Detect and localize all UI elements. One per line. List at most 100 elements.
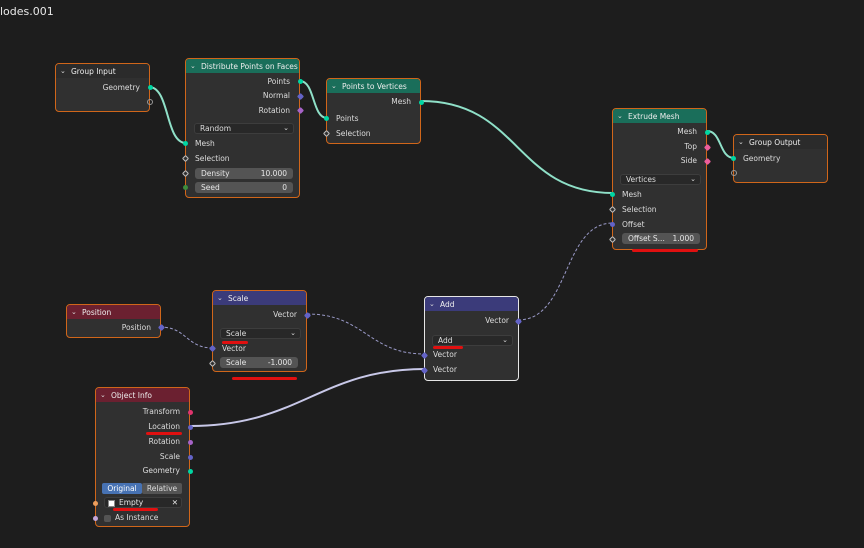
object-info-node[interactable]: ⌄Object Info Transform Location Rotation… xyxy=(93,387,193,527)
points-to-vertices-node[interactable]: ⌄Points to Vertices Mesh Points Selectio… xyxy=(322,78,424,144)
socket-label: Geometry xyxy=(743,154,781,163)
position-socket[interactable] xyxy=(157,323,166,332)
vector-output-socket[interactable] xyxy=(514,317,523,326)
relative-option[interactable]: Relative xyxy=(142,483,182,494)
object-socket[interactable] xyxy=(93,501,98,506)
offset-scale-field[interactable]: Offset S...1.000 xyxy=(622,233,700,244)
link-mesh-to-mesh xyxy=(420,100,614,194)
vector-output-socket[interactable] xyxy=(303,311,312,320)
empty-socket[interactable] xyxy=(147,99,153,105)
as-instance-socket[interactable] xyxy=(93,516,98,521)
normal-socket[interactable] xyxy=(296,92,305,101)
empty-object-icon xyxy=(108,500,115,507)
vector-b-socket[interactable] xyxy=(420,366,429,375)
scale-socket[interactable] xyxy=(208,359,217,368)
socket-label: Mesh xyxy=(391,97,411,106)
extrude-mesh-node[interactable]: ⌄Extrude Mesh Mesh Top Side Vertices⌄ Me… xyxy=(608,108,712,250)
geometry-socket[interactable] xyxy=(188,469,193,474)
seed-socket[interactable] xyxy=(183,185,188,190)
socket-label: Selection xyxy=(195,154,230,163)
as-instance-checkbox[interactable] xyxy=(104,515,111,522)
object-field[interactable]: Empty ✕ xyxy=(104,497,182,508)
socket-label: Selection xyxy=(336,129,371,138)
scale-operation-dropdown[interactable]: Scale⌄ xyxy=(220,328,301,339)
socket-label: Mesh xyxy=(622,190,642,199)
chevron-down-icon[interactable]: ⌄ xyxy=(429,300,435,308)
dropdown-value: Random xyxy=(200,124,232,133)
clear-icon[interactable]: ✕ xyxy=(171,498,178,507)
selection-socket[interactable] xyxy=(181,154,190,163)
annotation-mark xyxy=(146,432,182,435)
socket-label: Top xyxy=(684,142,697,151)
extrude-mode-dropdown[interactable]: Vertices⌄ xyxy=(620,174,701,185)
chevron-down-icon[interactable]: ⌄ xyxy=(71,308,77,316)
chevron-down-icon: ⌄ xyxy=(290,329,296,337)
selection-socket[interactable] xyxy=(322,129,331,138)
location-socket[interactable] xyxy=(188,425,193,430)
transform-socket[interactable] xyxy=(188,410,193,415)
node-header[interactable]: ⌄Position xyxy=(67,305,160,319)
distribute-mode-dropdown[interactable]: Random⌄ xyxy=(194,123,294,134)
socket-label: Geometry xyxy=(142,466,180,475)
chevron-down-icon[interactable]: ⌄ xyxy=(100,391,106,399)
field-value: 0 xyxy=(282,183,287,192)
node-header[interactable]: ⌄ Group Input xyxy=(56,64,149,78)
chevron-down-icon[interactable]: ⌄ xyxy=(331,82,337,90)
field-label: Seed xyxy=(201,183,220,192)
rotation-socket[interactable] xyxy=(188,440,193,445)
chevron-down-icon[interactable]: ⌄ xyxy=(738,138,744,146)
mesh-socket[interactable] xyxy=(419,100,424,105)
group-input-node[interactable]: ⌄Group Input Geometry xyxy=(55,63,153,112)
socket-label: Vector xyxy=(222,344,246,353)
geometry-socket[interactable] xyxy=(148,85,153,90)
socket-label: Vector xyxy=(433,365,457,374)
group-output-node[interactable]: ⌄Group Output Geometry xyxy=(731,134,828,183)
link-geometry-to-mesh xyxy=(148,86,187,144)
socket-label: Vector xyxy=(273,310,297,319)
side-socket[interactable] xyxy=(703,157,712,166)
node-header[interactable]: ⌄Group Output xyxy=(734,135,827,149)
chevron-down-icon[interactable]: ⌄ xyxy=(60,67,66,75)
transform-space-toggle[interactable]: Original Relative xyxy=(102,483,182,494)
original-option[interactable]: Original xyxy=(102,483,142,494)
node-header[interactable]: ⌄Distribute Points on Faces xyxy=(186,59,299,73)
socket-label: Location xyxy=(148,422,180,431)
position-node[interactable]: ⌄Position Position xyxy=(66,304,166,338)
dropdown-value: Add xyxy=(438,336,453,345)
points-socket[interactable] xyxy=(324,116,329,121)
scale-value-field[interactable]: Scale-1.000 xyxy=(220,357,298,368)
scale-socket[interactable] xyxy=(188,455,193,460)
node-header[interactable]: ⌄Extrude Mesh xyxy=(613,109,706,123)
node-title: Group Input xyxy=(71,66,116,76)
offset-socket[interactable] xyxy=(610,222,615,227)
vector-a-socket[interactable] xyxy=(420,351,429,360)
chevron-down-icon[interactable]: ⌄ xyxy=(217,294,223,302)
seed-field[interactable]: Seed 0 xyxy=(195,182,293,193)
chevron-down-icon[interactable]: ⌄ xyxy=(190,62,196,70)
vector-input-socket[interactable] xyxy=(208,344,217,353)
add-node[interactable]: ⌄Add Vector Add⌄ Vector Vector xyxy=(420,296,523,381)
distribute-points-node[interactable]: ⌄Distribute Points on Faces Points Norma… xyxy=(181,58,305,198)
vector-math-operation-dropdown[interactable]: Add⌄ xyxy=(432,335,513,346)
top-socket[interactable] xyxy=(703,143,712,152)
offset-scale-socket[interactable] xyxy=(608,235,617,244)
node-header[interactable]: ⌄Points to Vertices xyxy=(327,79,420,93)
mesh-input-socket[interactable] xyxy=(610,192,615,197)
chevron-down-icon[interactable]: ⌄ xyxy=(617,112,623,120)
field-value: 10.000 xyxy=(260,169,287,178)
rotation-socket[interactable] xyxy=(296,106,305,115)
mesh-output-socket[interactable] xyxy=(705,130,710,135)
mesh-socket[interactable] xyxy=(183,141,188,146)
node-header[interactable]: ⌄Scale xyxy=(213,291,306,305)
points-socket[interactable] xyxy=(298,79,303,84)
node-header[interactable]: ⌄Add xyxy=(425,297,518,311)
selection-socket[interactable] xyxy=(608,205,617,214)
empty-socket[interactable] xyxy=(731,170,737,176)
density-socket[interactable] xyxy=(181,169,190,178)
as-instance-label: As Instance xyxy=(115,513,159,522)
node-title: Object Info xyxy=(111,390,153,400)
node-header[interactable]: ⌄ Object Info xyxy=(96,388,189,402)
geometry-socket[interactable] xyxy=(731,156,736,161)
scale-node[interactable]: ⌄Scale Vector Scale⌄ Vector Scale-1.000 xyxy=(208,290,312,372)
